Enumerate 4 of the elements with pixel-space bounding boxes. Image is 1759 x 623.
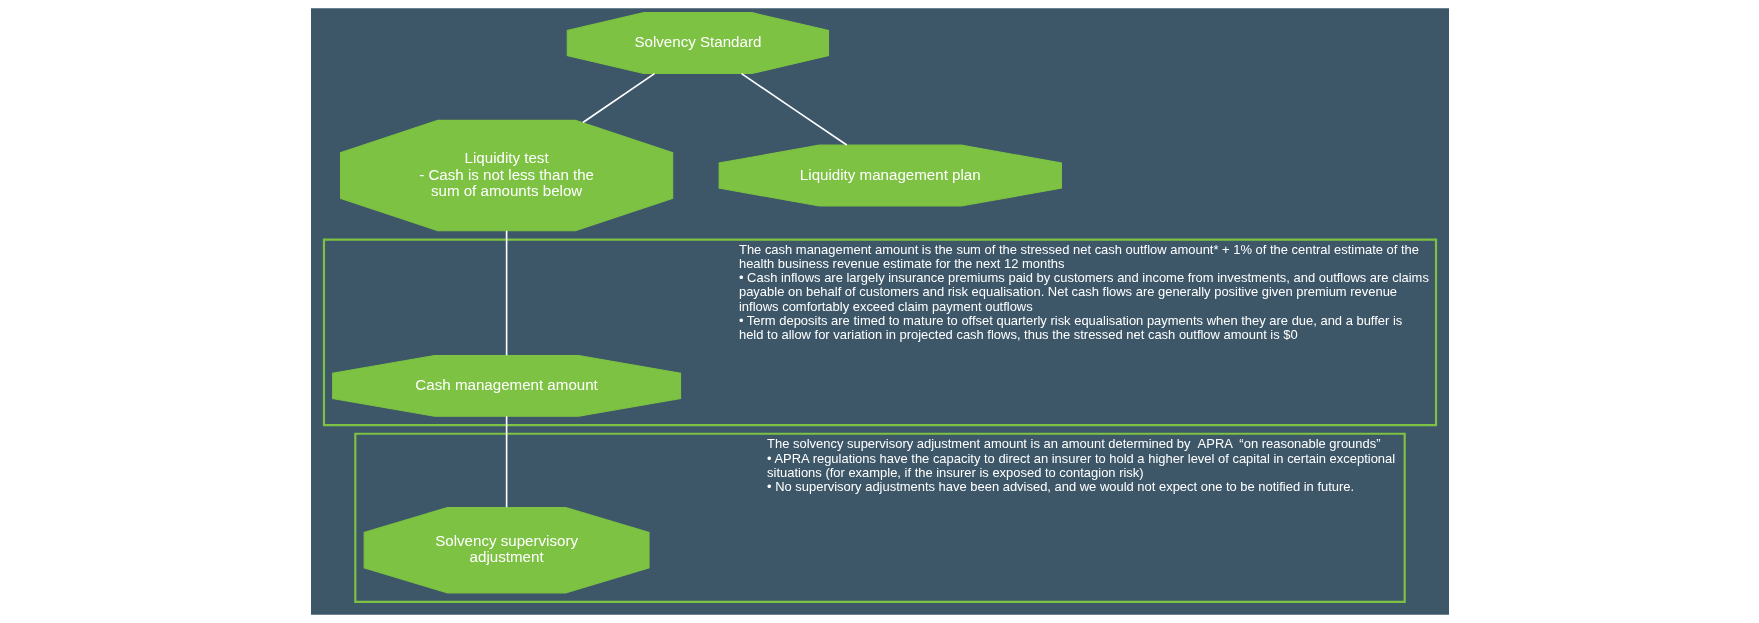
connector <box>581 72 655 124</box>
connector <box>505 415 507 508</box>
connector <box>740 72 848 146</box>
connector <box>505 229 507 357</box>
